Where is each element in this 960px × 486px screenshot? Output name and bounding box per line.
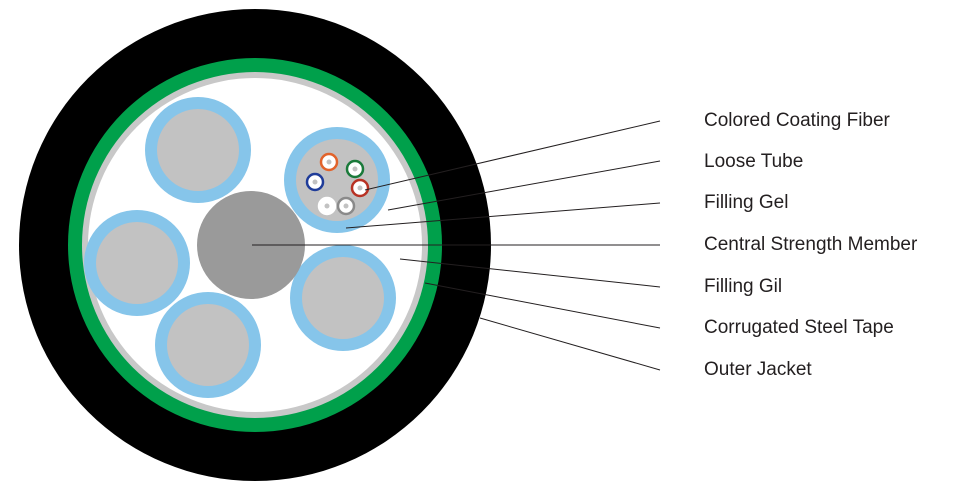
label-corrugated-steel-tape: Corrugated Steel Tape: [704, 317, 894, 338]
leader-line-loose-tube: [387, 160, 661, 211]
leader-line-corrugated-steel-tape: [424, 282, 661, 329]
filling-gel-core: [296, 139, 378, 221]
label-loose-tube: Loose Tube: [704, 151, 804, 172]
leader-line-filling-gel: [345, 202, 661, 229]
fiber-blue: [305, 172, 325, 192]
leader-line-outer-jacket: [479, 317, 661, 371]
fiber-red: [350, 178, 370, 198]
tube-core: [167, 304, 249, 386]
label-colored-coating-fiber: Colored Coating Fiber: [704, 110, 890, 131]
tube-core: [96, 222, 178, 304]
tube-core: [157, 109, 239, 191]
label-outer-jacket: Outer Jacket: [704, 359, 812, 380]
label-central-strength-member: Central Strength Member: [704, 234, 918, 255]
tube-bottom-right: [290, 245, 396, 351]
tube-left: [84, 210, 190, 316]
tube-bottom-left: [155, 292, 261, 398]
label-filling-gil: Filling Gil: [704, 276, 783, 297]
leader-line-colored-coating-fiber: [364, 120, 661, 191]
fiber-gray: [336, 196, 356, 216]
loose-tube-with-fibers: [284, 127, 390, 233]
label-filling-gel: Filling Gel: [704, 192, 789, 213]
fiber-orange: [319, 152, 339, 172]
tube-top-left: [145, 97, 251, 203]
central-strength-member: [197, 191, 305, 299]
fiber-white: [317, 196, 337, 216]
tube-core: [302, 257, 384, 339]
fiber-green: [345, 159, 365, 179]
leader-line-filling-gil: [399, 258, 661, 288]
leader-lines: [252, 120, 661, 371]
